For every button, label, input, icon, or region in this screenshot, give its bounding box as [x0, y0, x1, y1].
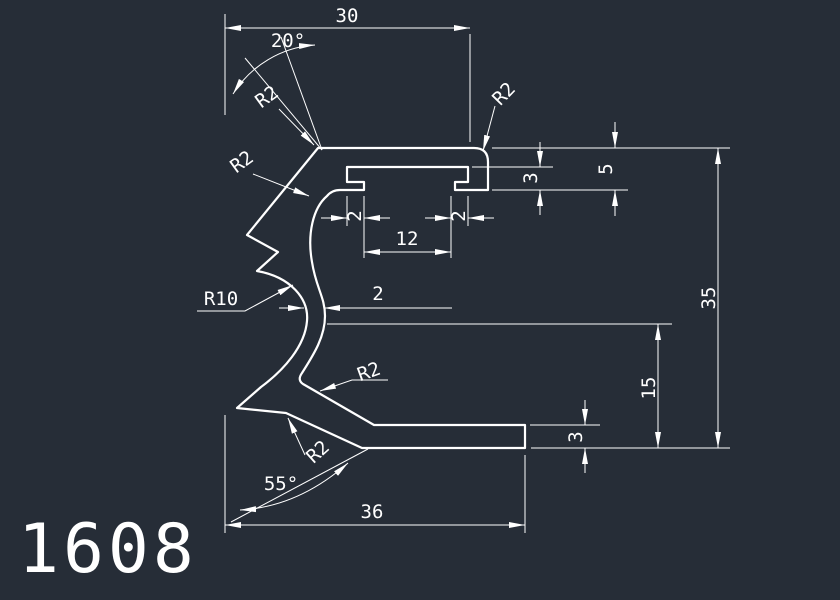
leader-fillet-top-outer: R2 [251, 81, 315, 146]
angle-arc [232, 43, 316, 95]
profile-outline [235, 146, 527, 450]
dim-wall-thickness: 2 [279, 283, 452, 311]
dim-base-thickness-label: 3 [565, 431, 587, 442]
dim-channel-depth-label: 3 [520, 172, 542, 183]
dim-channel-depth: 3 [472, 142, 628, 215]
dim-top-angle: 20° [232, 30, 323, 151]
leader-line [319, 379, 388, 392]
leader-line [252, 173, 310, 197]
dim-overall-height: 35 [531, 148, 730, 449]
angle-ray [244, 57, 323, 151]
leader-wall-radius: R10 [197, 284, 294, 312]
profile-path [235, 146, 527, 450]
dim-bottom-width: 36 [224, 415, 526, 533]
dim-top-width: 30 [224, 5, 471, 142]
fillet-label: R2 [251, 81, 282, 112]
dim-bottom-angle-label: 55° [264, 473, 298, 495]
fillet-label: R2 [354, 358, 383, 387]
wall-radius-label: R10 [204, 288, 238, 310]
angle-ray [280, 36, 323, 151]
dim-base-thickness: 3 [530, 400, 600, 473]
leader-line [278, 108, 315, 146]
dim-bottom-width-label: 36 [361, 501, 384, 523]
dim-slot-width: 12 [364, 228, 451, 255]
leader-fillet-top-right: R2 [482, 78, 520, 152]
leader-line [197, 284, 294, 312]
dim-flange-thickness: 5 [492, 122, 730, 216]
angle-ray [230, 448, 369, 523]
fillet-label: R2 [488, 78, 520, 110]
fillet-label: R2 [226, 146, 257, 177]
dim-lip-right-label: 2 [448, 210, 470, 221]
dim-slot-width-label: 12 [396, 228, 419, 250]
dim-lip-left-label: 2 [344, 210, 366, 221]
dim-top-width-label: 30 [336, 5, 359, 27]
leader-fillet-top-inner: R2 [226, 146, 310, 197]
dim-lip-left: 2 [321, 196, 390, 258]
leader-line [287, 417, 306, 456]
dimension-layer: 30 20° R2 R2 R2 3 [197, 5, 730, 533]
leader-line [482, 105, 496, 152]
angle-arc [239, 462, 349, 513]
dim-leg-height-label: 15 [638, 377, 660, 400]
dim-wall-thickness-label: 2 [372, 283, 383, 305]
dim-bottom-angle: 55° [230, 448, 369, 523]
dim-overall-height-label: 35 [698, 287, 720, 310]
dim-flange-thickness-label: 5 [595, 163, 617, 174]
leader-fillet-leg: R2 [319, 358, 388, 392]
dim-lip-right: 2 [425, 196, 494, 258]
fillet-label: R2 [302, 436, 334, 468]
dim-leg-height: 15 [327, 323, 672, 448]
dim-top-angle-label: 20° [271, 30, 305, 52]
part-number: 1608 [18, 510, 198, 589]
